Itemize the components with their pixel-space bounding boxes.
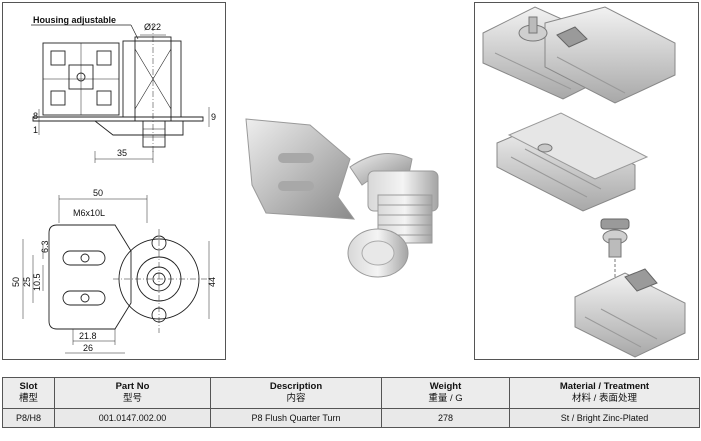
dim-44: 44 [207, 277, 217, 287]
dim-26: 26 [83, 343, 93, 353]
assembly-render-3 [574, 218, 686, 358]
bottom-view-drawing [22, 195, 210, 354]
dim-21-8: 21.8 [79, 331, 97, 341]
table-row: P8/H8 001.0147.002.00 P8 Flush Quarter T… [2, 408, 700, 428]
product-render [245, 118, 439, 278]
assembly-render-2 [496, 112, 649, 212]
diameter-dim: Ø22 [144, 22, 161, 32]
assembly-render-1 [482, 6, 676, 104]
dim-10-5: 10.5 [32, 273, 42, 291]
dim-8: 8 [33, 111, 38, 121]
cell-weight: 278 [381, 408, 510, 428]
cell-material: St / Bright Zinc-Plated [509, 408, 700, 428]
dim-35: 35 [117, 148, 127, 158]
application-renders [482, 6, 686, 358]
dim-6-3: 6.3 [40, 240, 50, 253]
application-images-panel [474, 2, 699, 360]
dim-50-side: 50 [11, 277, 21, 287]
dim-9: 9 [211, 112, 216, 122]
bolt-spec-label: M6x10L [73, 208, 105, 218]
cell-slot: P8/H8 [2, 408, 55, 428]
technical-drawing: Housing adjustable Ø22 8 1 9 35 [11, 15, 217, 354]
dim-50-top: 50 [93, 188, 103, 198]
cell-description: P8 Flush Quarter Turn [210, 408, 382, 428]
dim-1: 1 [33, 125, 38, 135]
technical-drawing-panel: Housing adjustable Ø22 8 1 9 35 [2, 2, 226, 360]
dim-25: 25 [22, 277, 32, 287]
top-view-drawing [31, 24, 210, 163]
housing-adjustable-label: Housing adjustable [33, 15, 116, 25]
cell-part-no: 001.0147.002.00 [54, 408, 211, 428]
